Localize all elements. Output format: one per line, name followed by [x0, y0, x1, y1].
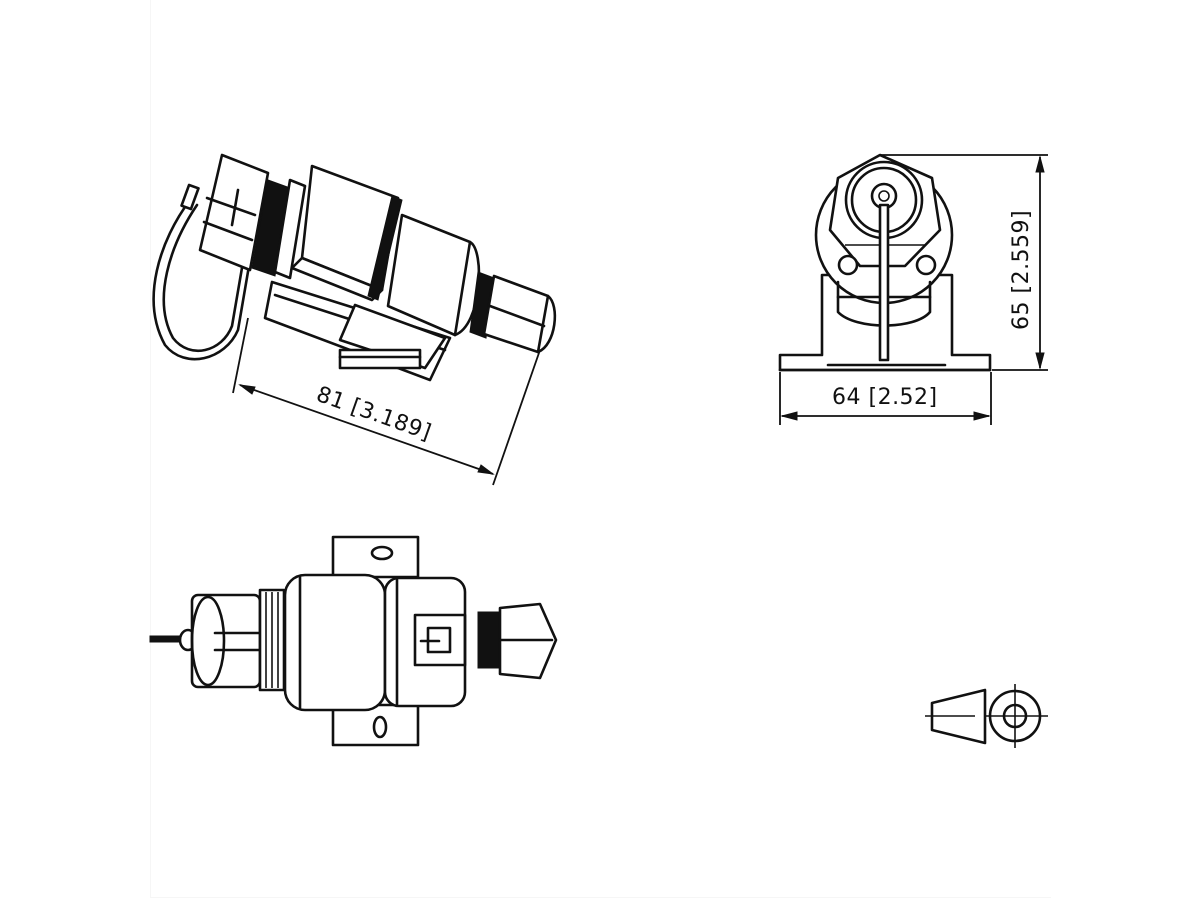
drawing-sheet: [150, 0, 1051, 898]
bracket-top: [331, 535, 420, 579]
top-view: [149, 535, 558, 747]
cable-gland: [482, 274, 550, 354]
front-nut: [190, 593, 262, 689]
ground-symbol-icon: [419, 626, 452, 654]
width-dimension-label: 64 [2.52]: [832, 385, 938, 410]
width-dimension: 64 [2.52]: [779, 372, 992, 425]
base-plate: [778, 273, 992, 372]
height-dimension-label: 65 [2.559]: [1009, 210, 1034, 330]
pin-wire: [149, 635, 183, 643]
cap-strap-rod: [878, 203, 890, 362]
screw-right: [915, 254, 937, 276]
length-dimension-label: 81 [3.189]: [313, 382, 435, 446]
dust-cap-strap: [152, 198, 252, 361]
height-dimension: 65 [2.559]: [880, 154, 1048, 371]
bracket-bottom: [331, 703, 420, 747]
first-angle-projection-symbol: [925, 684, 1048, 748]
isometric-view: [152, 153, 557, 382]
screw-left: [837, 254, 859, 276]
end-view: [778, 153, 992, 372]
